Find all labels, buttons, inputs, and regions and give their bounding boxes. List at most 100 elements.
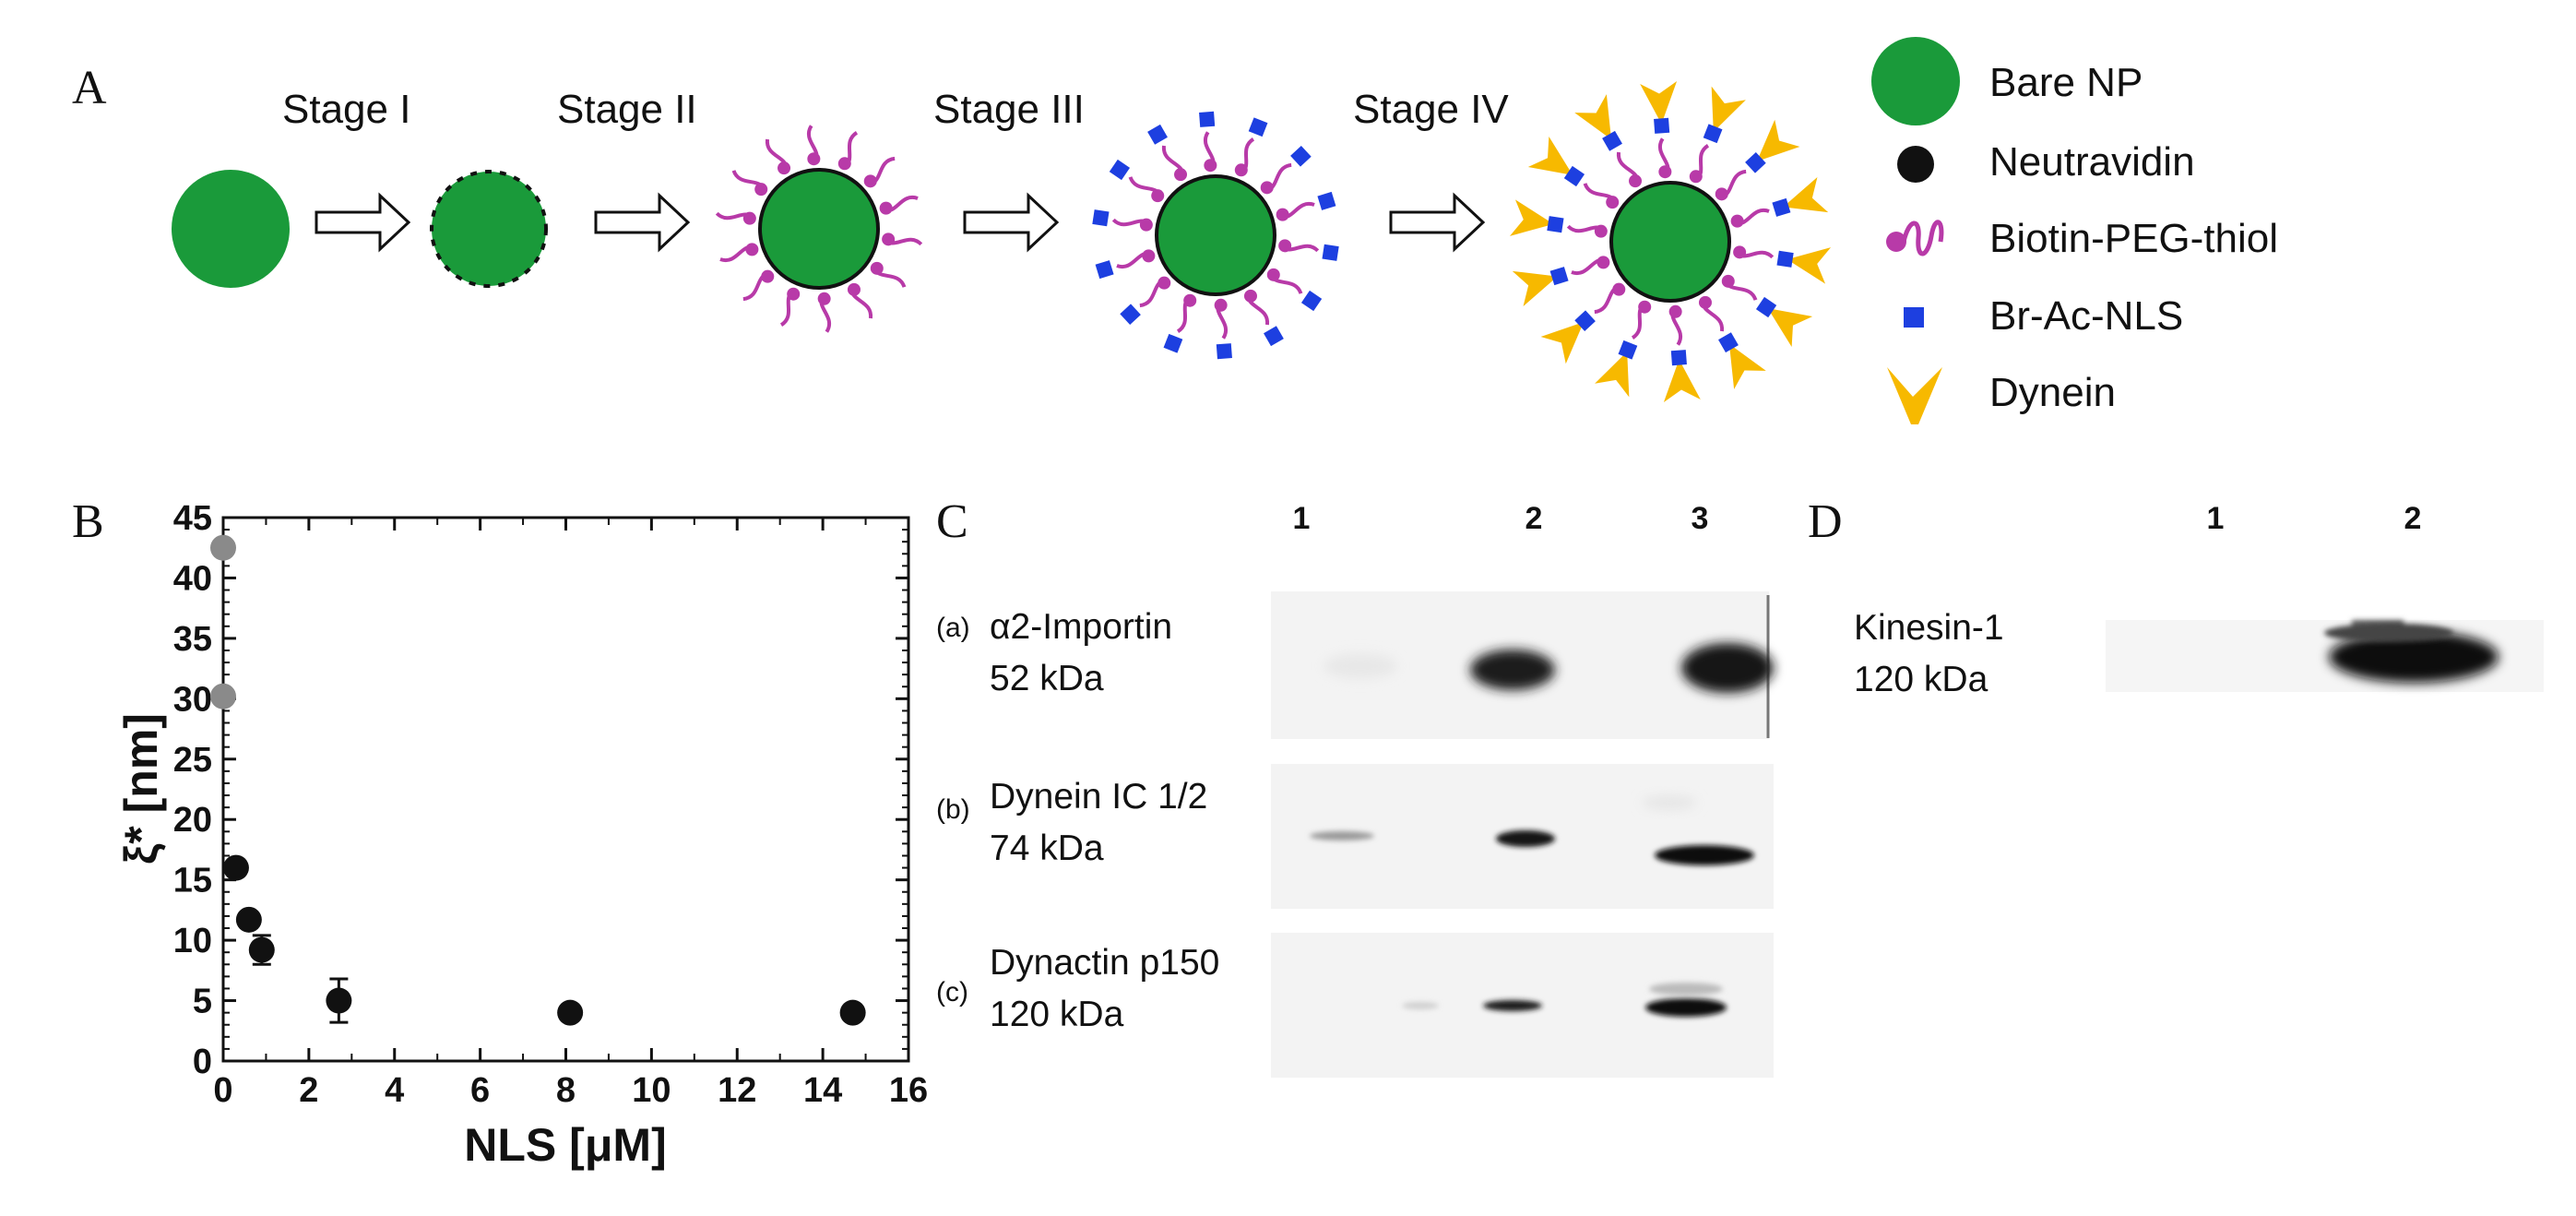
biotin-dot-icon — [1721, 274, 1735, 288]
dynein-icon — [1640, 80, 1678, 125]
dynein-icon — [1663, 359, 1701, 403]
panel-letter-a: A — [72, 62, 107, 114]
arrow-icon — [594, 192, 691, 253]
x-tick-label: 16 — [889, 1071, 928, 1110]
biotin-dot-icon — [1278, 239, 1292, 253]
biotin-dot-icon — [1266, 268, 1280, 281]
y-tick-label: 15 — [173, 862, 212, 900]
biotin-dot-icon — [787, 287, 801, 301]
dynein-icon — [1540, 322, 1585, 364]
nls-square-icon — [1290, 146, 1312, 167]
dynein-icon — [1527, 136, 1573, 175]
y-tick-label: 35 — [173, 620, 212, 659]
blot-band — [2329, 631, 2499, 683]
x-tick-label: 2 — [299, 1071, 318, 1110]
arrow-icon — [963, 192, 1060, 253]
biotin-dot-icon — [1151, 189, 1165, 203]
nls-square-icon — [1618, 340, 1638, 360]
biotin-dot-icon — [1629, 174, 1643, 188]
biotin-dot-icon — [1204, 159, 1217, 173]
blot-band — [1470, 650, 1555, 690]
nls-square-icon — [1549, 267, 1569, 286]
data-point — [235, 906, 262, 933]
molecular-weight: 74 kDa — [990, 829, 1104, 868]
biotin-dot-icon — [879, 201, 893, 215]
panel-a: A Stage I Stage II Stage III Stage IV Ba… — [72, 37, 2278, 424]
biotin-dot-icon — [1689, 170, 1703, 184]
nls-square-icon — [1654, 117, 1670, 134]
nls-square-icon — [1264, 326, 1284, 347]
dynein-icon — [1509, 199, 1554, 236]
panel-c: C 1 2 3 (a) α2-Importin 52 kDa (b) Dynei… — [936, 495, 1774, 1078]
legend-label: Biotin-PEG-thiol — [1989, 216, 2278, 261]
protein-name: Kinesin-1 — [1854, 608, 2004, 648]
x-tick-label: 14 — [803, 1071, 842, 1110]
y-tick-label: 0 — [193, 1043, 212, 1081]
biotin-dot-icon — [1733, 245, 1747, 259]
data-point — [210, 683, 236, 709]
lane-number: 2 — [1525, 501, 1543, 536]
data-point — [210, 534, 236, 561]
dynein-icon — [1728, 343, 1766, 389]
y-tick-label: 45 — [173, 499, 212, 538]
x-tick-label: 8 — [556, 1071, 576, 1110]
dynein-icon — [1756, 119, 1800, 161]
lane-number: 3 — [1692, 501, 1709, 536]
row-tag: (b) — [936, 794, 970, 825]
biotin-dot-icon — [847, 282, 861, 296]
y-tick-label: 25 — [173, 741, 212, 780]
dynein-icon — [1767, 308, 1813, 348]
biotin-dot-icon — [1668, 304, 1682, 318]
nls-square-icon — [1563, 165, 1585, 187]
nls-square-icon — [1092, 209, 1110, 227]
x-tick-label: 10 — [632, 1071, 671, 1110]
green-circle-icon — [1871, 37, 1960, 125]
nls-square-icon — [1602, 130, 1622, 151]
stage-3-label: Stage III — [933, 87, 1085, 132]
biotin-dot-icon — [1594, 224, 1608, 238]
data-point — [557, 999, 584, 1026]
biotin-dot-icon — [1658, 165, 1672, 179]
biotin-dot-icon — [817, 292, 831, 305]
lane-number: 1 — [1293, 501, 1311, 536]
bare-nanoparticle — [172, 170, 290, 288]
biotin-dot-icon — [1260, 181, 1274, 195]
panel-letter-c: C — [936, 495, 968, 548]
dynein-icon — [1787, 247, 1832, 284]
biotin-dot-icon — [1597, 256, 1610, 269]
nls-square-icon — [1095, 260, 1114, 280]
biotin-dot-icon — [742, 211, 756, 225]
arrow-icon — [1389, 192, 1486, 253]
blot-strip-dynactin — [1271, 933, 1774, 1078]
biotin-dot-icon — [1715, 187, 1728, 201]
legend: Bare NP Neutravidin Biotin-PEG-thiol Br-… — [1871, 37, 2278, 424]
biotin-dot-icon — [745, 243, 759, 256]
x-tick-label: 12 — [718, 1071, 756, 1110]
nls-square-icon — [1248, 117, 1268, 137]
dynein-icon — [1711, 86, 1746, 132]
arrow-icon — [315, 192, 411, 253]
nls-square-icon — [1199, 111, 1216, 127]
legend-label: Bare NP — [1989, 60, 2143, 105]
stage-2-label: Stage II — [557, 87, 697, 132]
nls-square-icon — [1109, 159, 1131, 181]
data-point — [222, 854, 249, 881]
nls-square-icon — [1547, 216, 1564, 233]
y-tick-label: 10 — [173, 922, 212, 960]
np-peg — [715, 125, 923, 333]
panel-letter-d: D — [1808, 495, 1843, 548]
blot-strip-dynein — [1271, 764, 1774, 909]
blot-band — [1681, 643, 1774, 693]
data-points — [210, 534, 866, 1026]
biotin-dot-icon — [1606, 196, 1620, 209]
blue-square-icon — [1904, 307, 1924, 328]
protein-name: Dynein IC 1/2 — [990, 777, 1207, 817]
biotin-dot-icon — [870, 261, 884, 275]
blot-strip-importin — [1271, 591, 1774, 739]
y-tick-label: 5 — [193, 983, 212, 1021]
biotin-dot-icon — [754, 183, 768, 197]
